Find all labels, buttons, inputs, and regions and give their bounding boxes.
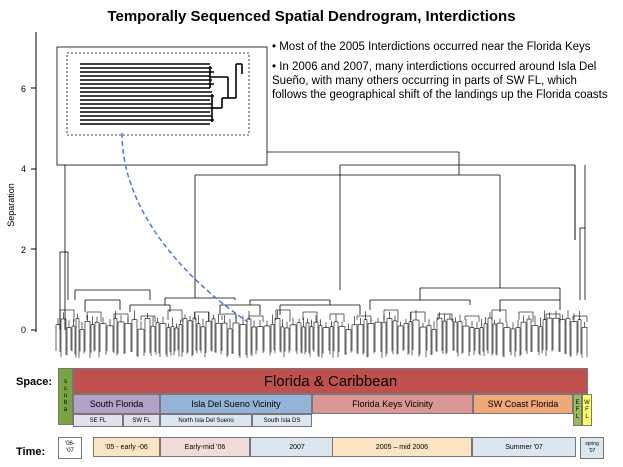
se-fl-segment: SE FL bbox=[73, 414, 123, 427]
time-06-07: '06- '07 bbox=[58, 437, 82, 459]
isla-del-sueno-segment: Isla Del Sueno Vicinity bbox=[160, 394, 312, 414]
annotation-notes: • Most of the 2005 Interdictions occurre… bbox=[272, 40, 612, 108]
note-2005: • Most of the 2005 Interdictions occurre… bbox=[272, 41, 591, 53]
y-tick-4: 4 bbox=[20, 164, 26, 174]
time-2007: 2007 bbox=[250, 437, 344, 457]
florida-keys-segment: Florida Keys Vicinity bbox=[312, 394, 473, 414]
space-row-label: Space: bbox=[16, 376, 53, 388]
time-spring-07: spring '07 bbox=[580, 437, 604, 459]
dendrogram-branches bbox=[59, 151, 586, 330]
dendrogram-leaves bbox=[55, 309, 588, 358]
y-tick-2: 2 bbox=[20, 245, 26, 255]
time-early-mid-06: Early-mid '06 bbox=[160, 437, 250, 457]
dendrogram bbox=[31, 32, 588, 358]
time-summer-07: Summer '07 bbox=[472, 437, 576, 457]
north-isla-segment: North Isla Del Sueno bbox=[160, 414, 252, 427]
note-2006-2007: • In 2006 and 2007, many interdictions o… bbox=[272, 61, 608, 101]
time-2005-mid-2006: 2005 – mid 2006 bbox=[332, 437, 472, 457]
inset-leader-line bbox=[121, 132, 249, 323]
chart-title: Temporally Sequenced Spatial Dendrogram,… bbox=[107, 8, 516, 25]
sw-coast-florida-segment: SW Coast Florida bbox=[473, 394, 573, 414]
florida-caribbean-segment: Florida & Caribbean bbox=[73, 368, 588, 394]
inset-frame bbox=[56, 46, 268, 166]
time-row-label: Time: bbox=[16, 446, 46, 458]
y-tick-6: 6 bbox=[20, 84, 26, 94]
south-isla-segment: South Isla DS bbox=[252, 414, 312, 427]
time-05-early-06: '05 - early -06 bbox=[93, 437, 160, 457]
sw-fl-segment: SW FL bbox=[123, 414, 160, 427]
y-tick-0: 0 bbox=[20, 325, 26, 335]
south-florida-segment: South Florida bbox=[73, 394, 160, 414]
inset-dendrogram bbox=[80, 63, 243, 125]
